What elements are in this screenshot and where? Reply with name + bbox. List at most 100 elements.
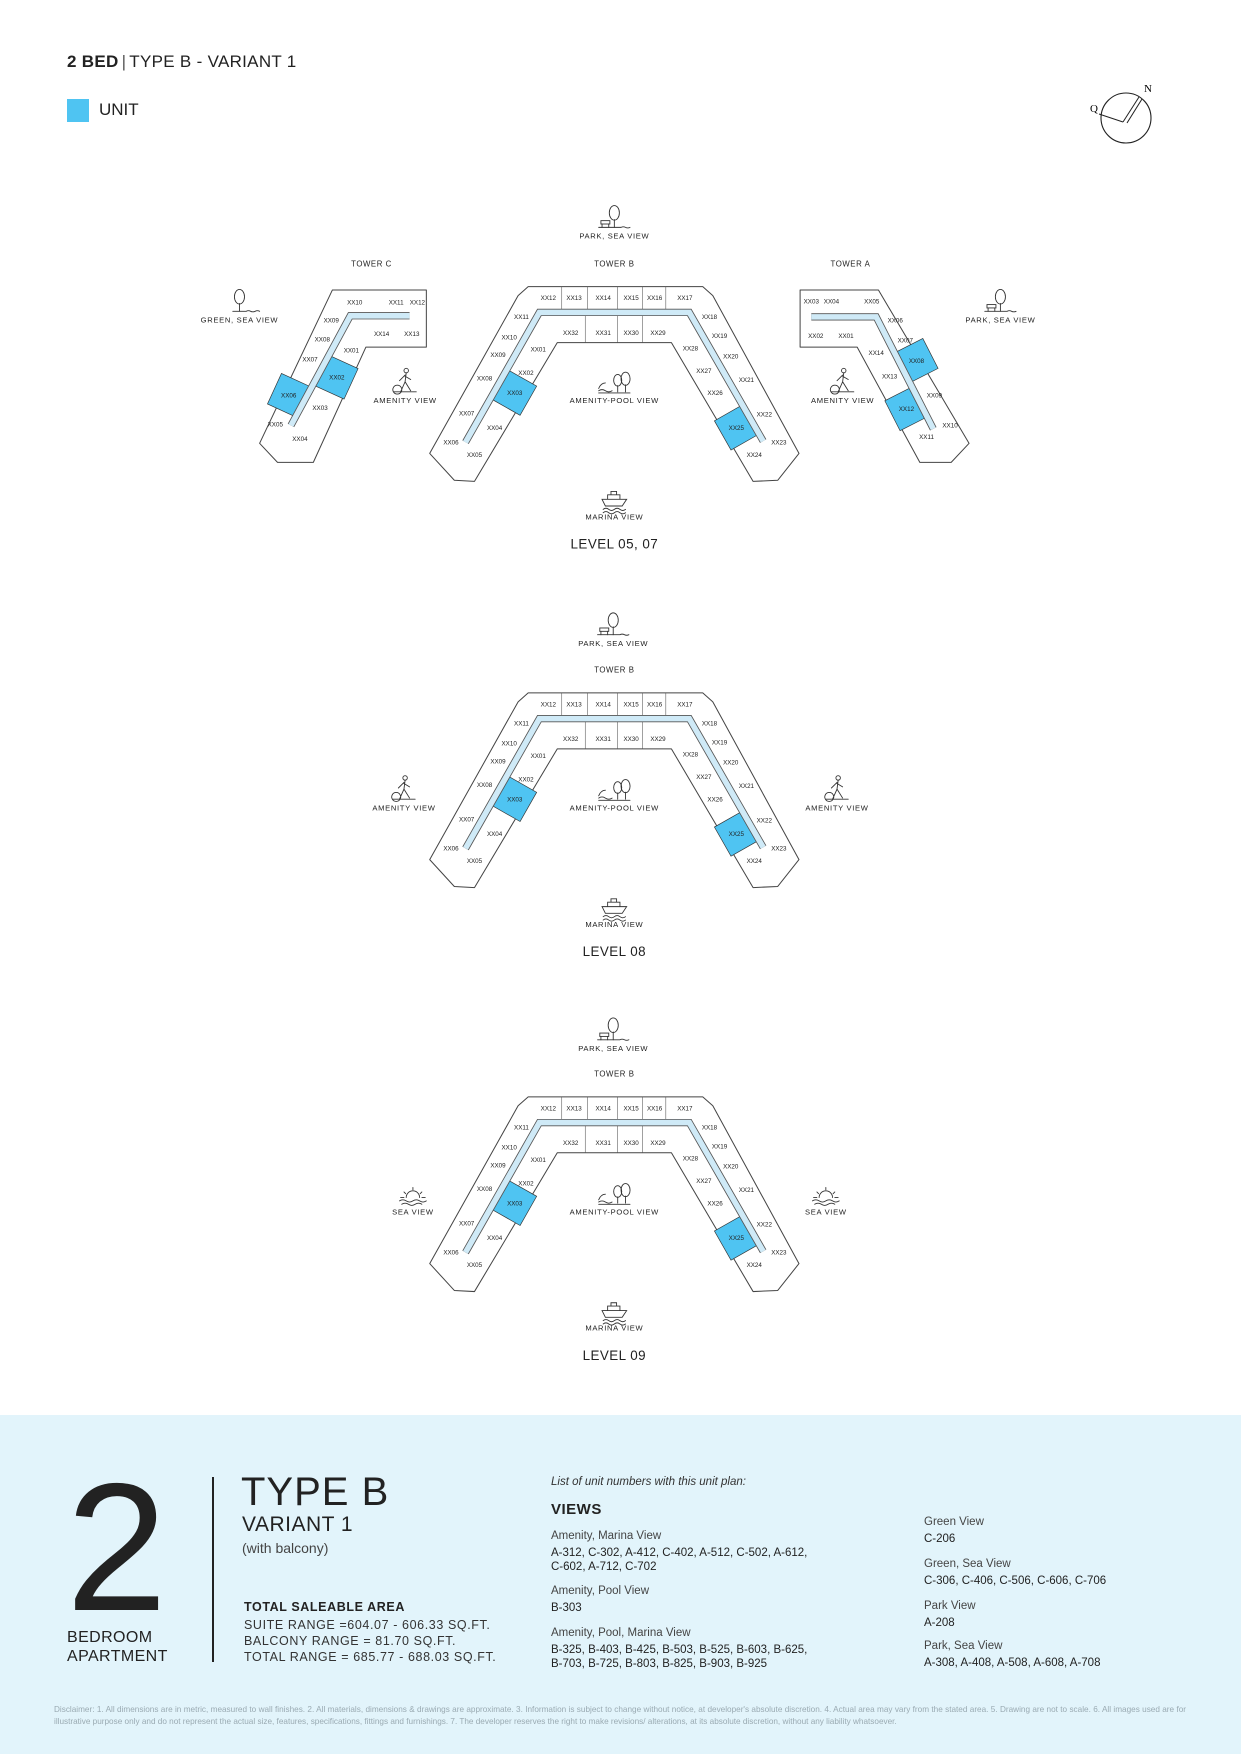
unit-label: XX07 — [459, 410, 475, 417]
unit-label: XX12 — [541, 295, 557, 302]
tower-label: TOWER B — [594, 260, 634, 269]
unit-label: XX21 — [739, 1187, 755, 1194]
unit-label: XX05 — [467, 1262, 483, 1269]
unit-label: XX08 — [315, 337, 331, 344]
unit-type-title: TYPE B — [241, 1470, 390, 1514]
unit-label: XX18 — [702, 1124, 718, 1131]
unit-numbers: B-303 — [551, 1601, 582, 1614]
view-label: PARK, SEA VIEW — [579, 232, 649, 241]
view-label: MARINA VIEW — [585, 1324, 643, 1333]
compass-north-label: N — [1144, 83, 1152, 95]
unit-label: XX12 — [899, 406, 915, 413]
unit-numbers: A-308, A-408, A-508, A-608, A-708 — [924, 1656, 1101, 1669]
unit-label: XX04 — [292, 436, 308, 443]
unit-label: XX10 — [942, 423, 958, 430]
unit-label: XX01 — [838, 333, 854, 340]
marina-icon — [601, 898, 628, 922]
unit-label: XX08 — [909, 358, 925, 365]
unit-numbers: B-325, B-403, B-425, B-503, B-525, B-603… — [551, 1643, 808, 1656]
unit-numbers: C-306, C-406, C-506, C-606, C-706 — [924, 1574, 1107, 1587]
sea-icon — [811, 1187, 840, 1206]
unit-label: XX19 — [712, 1143, 728, 1150]
balcony-range: BALCONY RANGE = 81.70 SQ.FT. — [244, 1634, 457, 1648]
view-label: PARK, SEA VIEW — [578, 1044, 648, 1053]
unit-label: XX03 — [804, 298, 820, 305]
view-label: GREEN, SEA VIEW — [201, 315, 279, 324]
unit-label: XX20 — [723, 353, 739, 360]
suite-range: SUITE RANGE =604.07 - 606.33 SQ.FT. — [244, 1618, 491, 1632]
unit-label: XX30 — [623, 330, 639, 337]
unit-label: XX09 — [324, 317, 340, 324]
unit-label: XX22 — [757, 818, 773, 825]
pool-icon — [598, 371, 631, 394]
unit-label: XX01 — [531, 753, 547, 760]
unit-label: XX08 — [477, 1186, 493, 1193]
green-icon — [232, 289, 261, 313]
unit-label: XX10 — [502, 334, 518, 341]
view-label: PARK, SEA VIEW — [578, 639, 648, 648]
corridor — [463, 715, 766, 850]
unit-label: XX10 — [502, 1144, 518, 1151]
level-label: LEVEL 05, 07 — [571, 537, 659, 552]
unit-label: XX18 — [702, 720, 718, 727]
unit-label: XX18 — [702, 314, 718, 321]
unit-numbers: A-208 — [924, 1616, 955, 1629]
unit-label: XX15 — [623, 701, 639, 708]
tower-label: TOWER C — [351, 260, 392, 269]
view-label: PARK, SEA VIEW — [965, 315, 1035, 324]
unit-label: XX14 — [596, 701, 612, 708]
unit-label: XX32 — [563, 1140, 579, 1147]
unit-label: XX01 — [531, 1157, 547, 1164]
title-separator: | — [121, 52, 127, 71]
views-heading: VIEWS — [551, 1501, 602, 1518]
variant-label: VARIANT 1 — [242, 1513, 354, 1536]
unit-label: XX11 — [514, 1124, 529, 1131]
unit-label: XX01 — [531, 347, 547, 354]
unit-label: XX25 — [729, 831, 745, 838]
unit-label: XX26 — [707, 1200, 723, 1207]
unit-label: XX28 — [683, 752, 699, 759]
unit-label: XX02 — [518, 776, 534, 783]
unit-label: XX09 — [490, 352, 506, 359]
unit-label: XX31 — [596, 736, 612, 743]
view-label: AMENITY VIEW — [805, 803, 868, 812]
view-group-title: Amenity, Marina View — [551, 1530, 662, 1542]
unit-numbers: B-703, B-725, B-803, B-825, B-903, B-925 — [551, 1658, 768, 1670]
corridor — [288, 312, 410, 427]
view-label: AMENITY-POOL VIEW — [570, 803, 659, 812]
unit-label: XX29 — [650, 736, 666, 743]
unit-label: XX02 — [518, 370, 534, 377]
unit-label: XX28 — [683, 1156, 699, 1163]
unit-label: XX27 — [696, 368, 712, 375]
unit-label: XX05 — [467, 452, 483, 459]
unit-label: XX13 — [404, 331, 420, 338]
sea-icon — [399, 1187, 427, 1206]
area-title: TOTAL SALEABLE AREA — [244, 1600, 405, 1614]
total-range: TOTAL RANGE = 685.77 - 688.03 SQ.FT. — [244, 1650, 497, 1664]
unit-label: XX30 — [623, 1140, 639, 1147]
unit-label: XX04 — [824, 298, 840, 305]
unit-label: XX23 — [771, 846, 787, 853]
unit-label: XX05 — [864, 298, 880, 305]
bed-count: 2 BED — [67, 52, 119, 71]
unit-label: XX09 — [490, 758, 506, 765]
view-label: AMENITY-POOL VIEW — [570, 396, 659, 405]
amenity-icon — [392, 367, 417, 395]
view-group-title: Park, Sea View — [924, 1640, 1003, 1652]
unit-label: XX15 — [623, 295, 639, 302]
amenity-icon — [391, 775, 416, 802]
unit-label: XX01 — [344, 348, 360, 355]
view-label: SEA VIEW — [392, 1207, 434, 1216]
unit-numbers: A-312, C-302, A-412, C-402, A-512, C-502… — [551, 1546, 808, 1559]
marina-icon — [601, 491, 628, 515]
unit-label: XX22 — [757, 1222, 773, 1229]
disclaimer: Disclaimer: 1. All dimensions are in met… — [54, 1705, 1186, 1726]
unit-label: XX06 — [443, 1250, 459, 1257]
tower-label: TOWER B — [594, 1070, 634, 1079]
unit-label: XX27 — [696, 774, 712, 781]
